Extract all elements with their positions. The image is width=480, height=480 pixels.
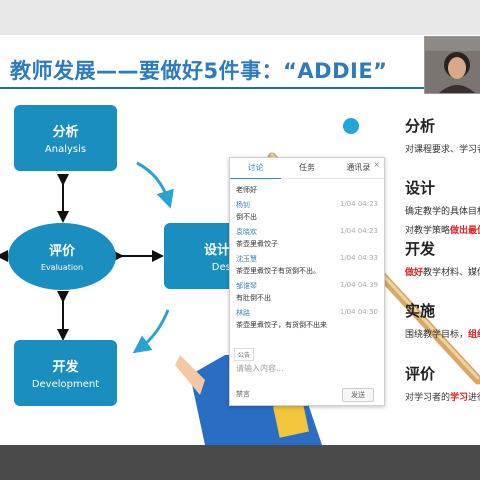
right-analysis-heading: 分析 (405, 118, 436, 135)
chat-message: 邹谁琴 1/04 04:39 有肚倒不出 (236, 281, 378, 303)
evaluation-label: 评价 (48, 244, 75, 259)
development-box: 开发 Development (14, 340, 117, 406)
chat-message-text: 茶壶里煮饺子有货倒不出。 (236, 267, 320, 275)
analysis-box: 分析 Analysis (14, 105, 117, 171)
presenter-avatar (425, 37, 480, 93)
chat-time: 1/04 04:50 (339, 308, 378, 316)
right-implementation-desc-a: 围绕教学目标， (405, 329, 469, 339)
chat-tabs: 讨论 任务 通讯录 (230, 158, 384, 179)
chat-sender: 林路 (236, 309, 250, 317)
right-evaluation-desc-a: 对学习者的 (405, 392, 451, 402)
top-bar (0, 0, 480, 35)
evaluation-ellipse: 评价 Evaluation (8, 223, 116, 290)
right-implementation-highlight: 组织 (468, 329, 480, 339)
design-label: 设计 (203, 243, 230, 258)
chat-panel: 讨论 任务 通讯录 × 老师好 杨钊 1/04 04:23 倒不出 袁晓欢 1/04… (229, 157, 385, 406)
chat-sender: 邹谁琴 (236, 282, 257, 290)
slide-title: 教师发展——要做好5件事：“ADDIE” (10, 59, 388, 83)
figure-arm (175, 355, 205, 395)
chat-time: 1/04 04:23 (339, 200, 378, 208)
analysis-label: 分析 (52, 125, 79, 140)
right-evaluation-desc-c: 进行 (468, 392, 480, 402)
figure-paper (273, 400, 309, 438)
right-development-desc: 做好教学材料、媒体 (405, 265, 480, 278)
right-development-heading: 开发 (405, 241, 436, 258)
chat-sender: 袁晓欢 (236, 228, 257, 236)
chat-message-text: 茶壶里煮饺子 (236, 240, 278, 248)
bottom-bar (0, 445, 480, 480)
tab-contacts[interactable]: 通讯录 (346, 163, 371, 172)
arrow-design-development (132, 309, 170, 354)
announcement-button[interactable]: 公告 (234, 348, 255, 361)
chat-message-text: 老师好 (236, 186, 257, 194)
right-implementation-desc: 围绕教学目标，组织 (405, 327, 480, 340)
chat-time: 1/04 04:33 (339, 254, 378, 262)
chat-message: 袁晓欢 1/04 04:23 茶壶里煮饺子 (236, 227, 378, 249)
chat-message: 老师好 (236, 185, 378, 195)
chat-message: 杨钊 1/04 04:23 倒不出 (236, 200, 378, 222)
chat-message-text: 有肚倒不出 (236, 294, 271, 302)
mute-toggle[interactable]: 禁言 (236, 390, 250, 398)
development-label-en: Development (31, 379, 100, 390)
right-design-desc1: 确定教学的具体目标 (405, 206, 480, 216)
right-design-heading: 设计 (405, 180, 436, 197)
right-development-highlight: 做好 (405, 267, 424, 277)
chat-input[interactable]: 请输入内容... (236, 364, 284, 373)
development-label: 开发 (52, 360, 79, 375)
decor-dot (343, 118, 359, 134)
right-evaluation-highlight: 学习 (450, 392, 469, 402)
right-analysis-desc: 对课程要求、学习者 (405, 144, 480, 154)
right-design-highlight: 做出最佳 (450, 225, 480, 235)
evaluation-label-en: Evaluation (40, 263, 84, 272)
tab-discussion[interactable]: 讨论 (230, 158, 282, 179)
chat-message-list: 老师好 杨钊 1/04 04:23 倒不出 袁晓欢 1/04 04:23 茶壶里煮饺… (230, 179, 384, 339)
right-development-desc-b: 教学材料、媒体 (423, 267, 480, 277)
chat-sender: 杨钊 (236, 201, 250, 209)
right-design-desc2-a: 对教学策略 (405, 225, 451, 235)
close-icon[interactable]: × (373, 160, 380, 169)
arrow-analysis-design (136, 161, 174, 209)
right-evaluation: 评价 对学习者的学习进行 (405, 363, 480, 403)
chat-footer: 禁言 发送 (230, 386, 384, 404)
title-underline (0, 87, 480, 89)
tab-tasks[interactable]: 任务 (298, 163, 315, 172)
right-design-desc2: 对教学策略做出最佳 (405, 223, 480, 236)
design-label-en: Desig (211, 262, 240, 273)
send-button[interactable]: 发送 (342, 388, 374, 402)
right-evaluation-desc: 对学习者的学习进行 (405, 390, 480, 403)
webcam-video[interactable] (424, 36, 480, 94)
chat-message-text: 倒不出 (236, 213, 257, 221)
chat-sender: 沈玉慧 (236, 255, 257, 263)
chat-time: 1/04 04:39 (339, 281, 378, 289)
chat-message: 沈玉慧 1/04 04:33 茶壶里煮饺子有货倒不出。 (236, 254, 378, 276)
right-analysis: 分析 对课程要求、学习者 (405, 115, 480, 155)
right-implementation-heading: 实施 (405, 303, 436, 320)
chat-time: 1/04 04:23 (339, 227, 378, 235)
chat-message-text: 茶壶里煮饺子，有货倒不出来 (236, 321, 327, 329)
chat-message: 林路 1/04 04:50 茶壶里煮饺子，有货倒不出来 (236, 308, 378, 330)
right-design: 设计 确定教学的具体目标 对教学策略做出最佳 (405, 177, 480, 236)
analysis-label-en: Analysis (44, 144, 87, 155)
right-development: 开发 做好教学材料、媒体 (405, 238, 480, 278)
right-implementation: 实施 围绕教学目标，组织 (405, 300, 480, 340)
right-evaluation-heading: 评价 (405, 366, 436, 383)
